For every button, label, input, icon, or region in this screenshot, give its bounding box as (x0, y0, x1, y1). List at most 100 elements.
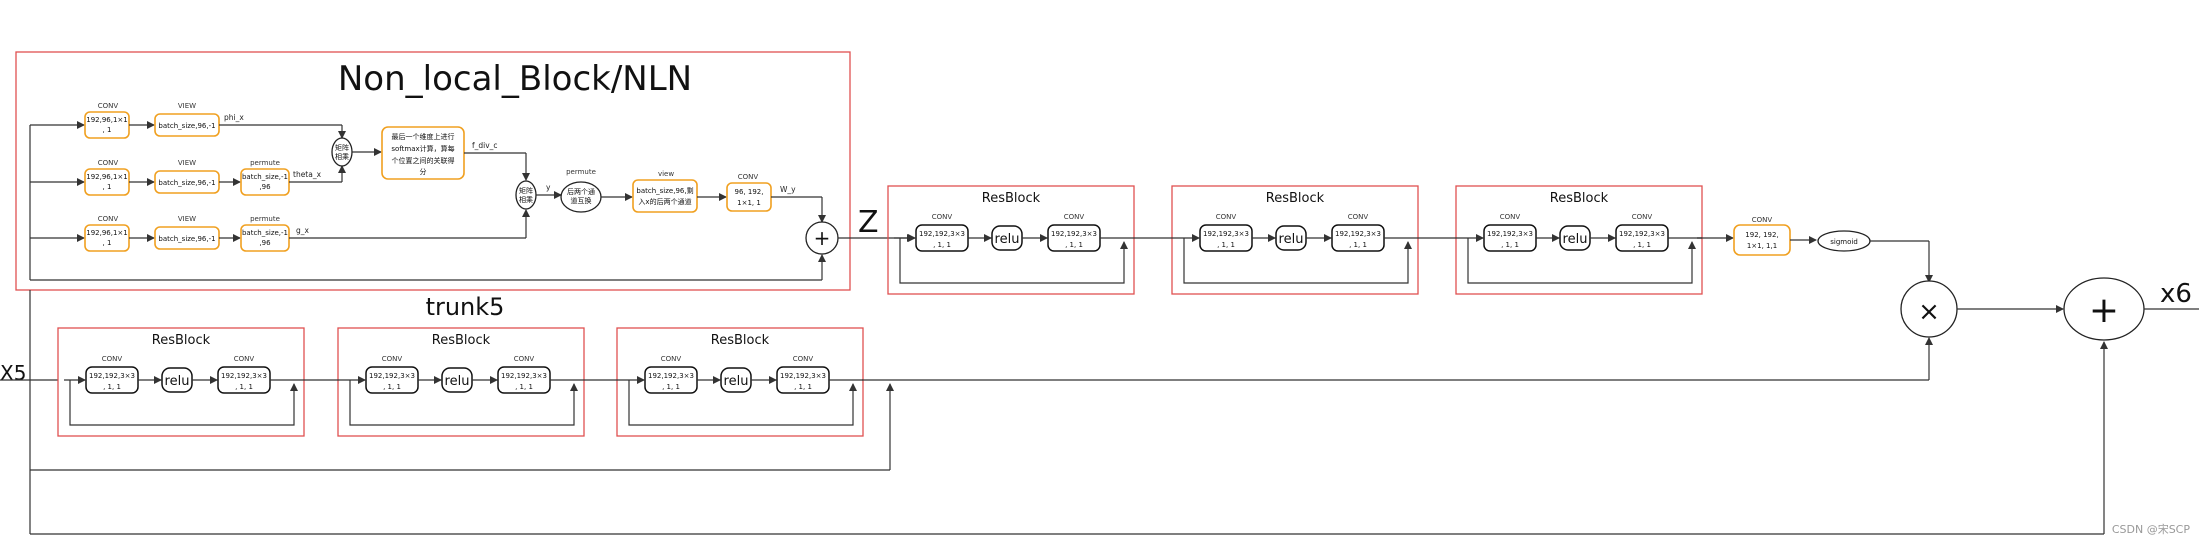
trunk-rb3-conv1-line1: 192,192,3×3 (648, 372, 694, 380)
view2-line1: batch_size,96,剩 (636, 186, 693, 195)
top-rb2-conv2-line1: 192,192,3×3 (1335, 230, 1381, 238)
final-conv-header: CONV (1752, 216, 1773, 224)
matmul2-line2: 相乘 (519, 195, 533, 204)
x6-label: x6 (2160, 279, 2192, 309)
top-rb1-skip-path (899, 238, 1128, 284)
view2-header: view (658, 170, 674, 178)
softmax-line1: 最后一个维度上进行 (392, 132, 455, 141)
conv2-header: CONV (738, 173, 759, 181)
top-rb1-conv2-header: CONV (1064, 213, 1085, 221)
trunk-rb3-skip-path (628, 380, 857, 426)
trunk-rb3-conv2-header: CONV (793, 355, 814, 363)
branch2-view-header: VIEW (178, 159, 196, 167)
conv2-line1: 96, 192, (735, 188, 764, 196)
branch3-view-text: batch_size,96,-1 (158, 235, 215, 243)
top-rb2-conv1-line2: , 1, 1 (1217, 241, 1235, 249)
top-rb1-relu-label: relu (995, 232, 1020, 247)
softmax-line2: softmax计算，算每 (391, 144, 454, 153)
matmul1-line2: 相乘 (335, 152, 349, 161)
trunk-rb3-conv2-line1: 192,192,3×3 (780, 372, 826, 380)
branch2-conv-line1: 192,96,1×1 (86, 173, 128, 181)
branch3-permute-line2: ,96 (259, 239, 271, 247)
trunk-rb1-conv1-line1: 192,192,3×3 (89, 372, 135, 380)
trunk-rb2-skip-path (349, 380, 578, 426)
trunk-rb2-conv2-line2: , 1, 1 (515, 383, 533, 391)
trunk-rb1-title: ResBlock (152, 333, 211, 348)
branch2-conv-line2: , 1 (103, 183, 112, 191)
branch3-permute-line1: batch_size,-1 (242, 229, 288, 237)
final-conv-line1: 192, 192, (1745, 231, 1778, 239)
top-rb3-title: ResBlock (1550, 191, 1609, 206)
trunk-rb3-conv2-line2: , 1, 1 (794, 383, 812, 391)
top-rb1-title: ResBlock (982, 191, 1041, 206)
branch1-conv-line1: 192,96,1×1 (86, 116, 128, 124)
permute2-header: permute (566, 168, 596, 176)
trunk-rb2-conv1-line2: , 1, 1 (383, 383, 401, 391)
sigmoid-label: sigmoid (1830, 238, 1858, 246)
branch2-view-text: batch_size,96,-1 (158, 179, 215, 187)
branch-phi: CONV 192,96,1×1 , 1 VIEW batch_size,96,-… (84, 102, 346, 139)
trunk-rb1-conv2-header: CONV (234, 355, 255, 363)
top-rb1-conv1-header: CONV (932, 213, 953, 221)
top-rb3-frame (1455, 185, 1703, 295)
top-rb2-conv1-line1: 192,192,3×3 (1203, 230, 1249, 238)
top-rb2-title: ResBlock (1266, 191, 1325, 206)
top-rb3-conv1-header: CONV (1500, 213, 1521, 221)
trunk-rb2-title: ResBlock (432, 333, 491, 348)
trunk-rb2-conv1-line1: 192,192,3×3 (369, 372, 415, 380)
trunk-rb1-relu-label: relu (165, 374, 190, 389)
branch1-conv-header: CONV (98, 102, 119, 110)
top-rb2-conv1-header: CONV (1216, 213, 1237, 221)
top-rb1-conv2-line2: , 1, 1 (1065, 241, 1083, 249)
wy-label: W_y (780, 185, 796, 194)
conv2-line2: 1×1, 1 (737, 199, 761, 207)
branch1-view-header: VIEW (178, 102, 196, 110)
final-conv-group: CONV 192, 192, 1×1, 1,1 sigmoid (1697, 216, 1933, 283)
view2-line2: 入x的后两个通道 (638, 197, 691, 206)
top-rb3-conv2-line1: 192,192,3×3 (1619, 230, 1665, 238)
branch-theta: CONV 192,96,1×1 , 1 VIEW batch_size,96,-… (84, 159, 346, 196)
nln-plus-sign: + (814, 226, 831, 250)
nln-frame (15, 51, 851, 291)
top-rb1-conv1-line2: , 1, 1 (933, 241, 951, 249)
top-rb2-conv2-header: CONV (1348, 213, 1369, 221)
matmul1-node (331, 137, 353, 167)
trunk-rb3-conv1-line2: , 1, 1 (662, 383, 680, 391)
top-rb2-frame (1171, 185, 1419, 295)
matmul2-node (515, 180, 537, 210)
trunk-rb1-skip-path (69, 380, 298, 426)
matmul2-line1: 矩阵 (519, 186, 533, 195)
softmax-line3: 个位置之间的关联得 (392, 156, 455, 165)
top-rb3-conv1-line1: 192,192,3×3 (1487, 230, 1533, 238)
branch1-edge-label: phi_x (224, 113, 244, 122)
branch2-permute-line1: batch_size,-1 (242, 173, 288, 181)
non-local-block: Non_local_Block/NLN CONV 192,96,1×1 , 1 … (15, 51, 851, 291)
top-rb3-conv2-header: CONV (1632, 213, 1653, 221)
trunk-rb2-conv1-header: CONV (382, 355, 403, 363)
trunk-rb1-conv1-header: CONV (102, 355, 123, 363)
add-sign: + (2089, 290, 2119, 331)
trunk-rb1-conv2-line1: 192,192,3×3 (221, 372, 267, 380)
view2-box (632, 179, 698, 213)
trunk-rb1-conv1-line2: , 1, 1 (103, 383, 121, 391)
final-conv-box (1733, 224, 1791, 256)
trunk-rb3-relu-label: relu (724, 374, 749, 389)
top-rb2-conv2-line2: , 1, 1 (1349, 241, 1367, 249)
trunk-rb1-conv2-line2: , 1, 1 (235, 383, 253, 391)
trunk-title: trunk5 (426, 293, 505, 321)
top-rb1-conv2-line1: 192,192,3×3 (1051, 230, 1097, 238)
top-rb1-frame (887, 185, 1135, 295)
branch1-view-text: batch_size,96,-1 (158, 122, 215, 130)
top-rb3-skip-path (1467, 238, 1696, 284)
top-rb1-conv1-line1: 192,192,3×3 (919, 230, 965, 238)
trunk-rb3-frame (616, 327, 864, 437)
top-rb3-conv2-line2: , 1, 1 (1633, 241, 1651, 249)
trunk-rb3-title: ResBlock (711, 333, 770, 348)
top-rb3-conv1-line2: , 1, 1 (1501, 241, 1519, 249)
